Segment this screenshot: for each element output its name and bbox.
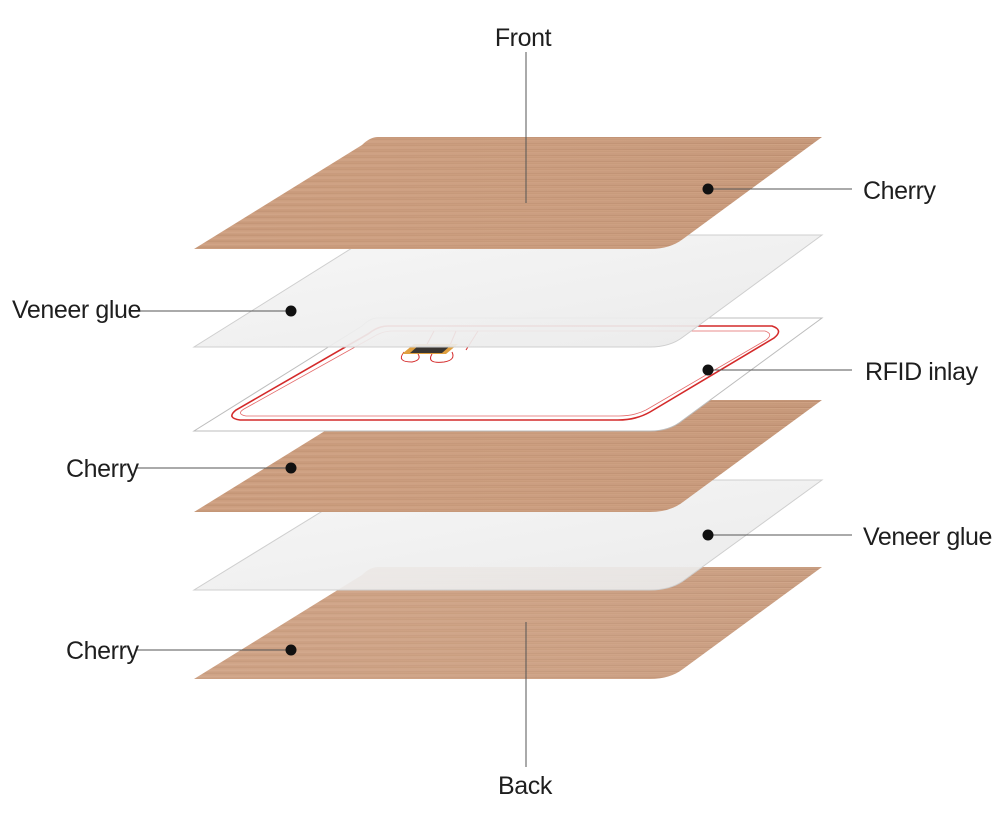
label-layer-2: Veneer glue [12,296,141,324]
dot-layer-3 [702,364,714,376]
front-label: Front [495,24,552,52]
labels: Front Back Cherry Veneer glue RFID inlay… [12,24,992,800]
layer-cherry-front [194,137,822,249]
back-label: Back [498,772,553,800]
leader-lines [137,52,852,767]
dot-layer-6 [285,644,297,656]
dot-layer-2 [285,305,297,317]
label-layer-1: Cherry [863,177,937,205]
pointer-dots [285,183,714,656]
dot-layer-5 [702,529,714,541]
label-layer-5: Veneer glue [863,523,992,551]
label-layer-4: Cherry [66,455,140,483]
label-layer-6: Cherry [66,637,140,665]
label-layer-3: RFID inlay [865,358,979,386]
layer-cherry-back [194,567,822,679]
dot-layer-4 [285,462,297,474]
dot-layer-1 [702,183,714,195]
